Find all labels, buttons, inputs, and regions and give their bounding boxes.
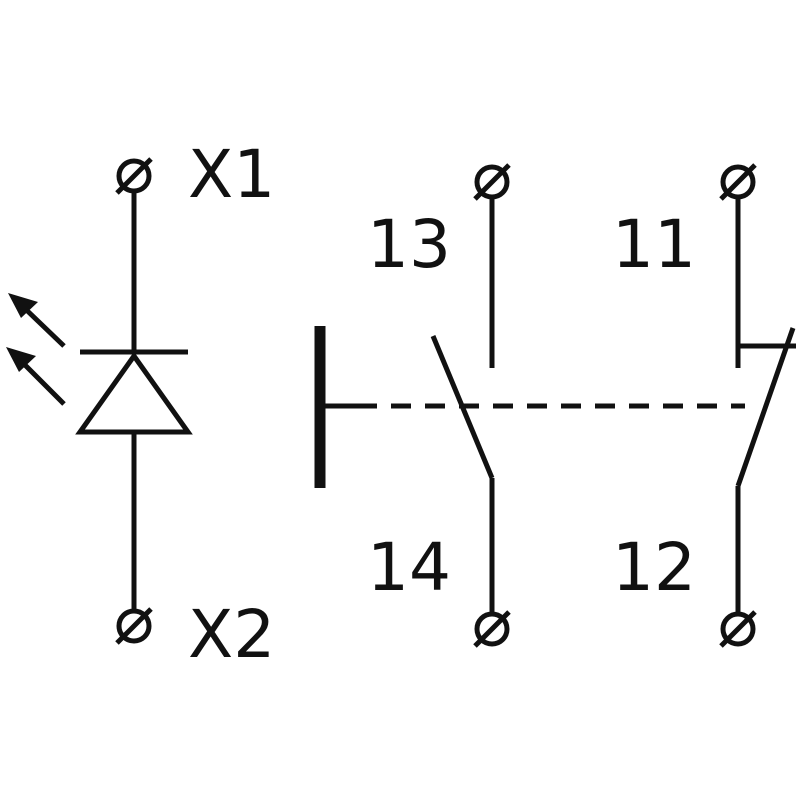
label-14: 14 bbox=[367, 529, 451, 606]
terminal-11-icon bbox=[719, 163, 757, 201]
led-indicator bbox=[6, 157, 193, 645]
terminal-x2-icon bbox=[115, 607, 153, 645]
terminal-13-icon bbox=[473, 163, 511, 201]
label-x2: X2 bbox=[188, 596, 275, 673]
light-arrow-icon bbox=[6, 293, 66, 406]
terminal-x1-icon bbox=[115, 157, 153, 195]
terminal-12-icon bbox=[719, 610, 757, 648]
led-diode-icon bbox=[75, 351, 193, 435]
pushbutton-actuator-icon bbox=[314, 326, 745, 488]
label-x1: X1 bbox=[188, 136, 275, 213]
label-12: 12 bbox=[612, 529, 696, 606]
label-11: 11 bbox=[612, 206, 696, 283]
no-contact-13-14 bbox=[430, 163, 511, 648]
label-13: 13 bbox=[367, 206, 451, 283]
nc-contact-11-12 bbox=[719, 163, 796, 648]
terminal-14-icon bbox=[473, 610, 511, 648]
